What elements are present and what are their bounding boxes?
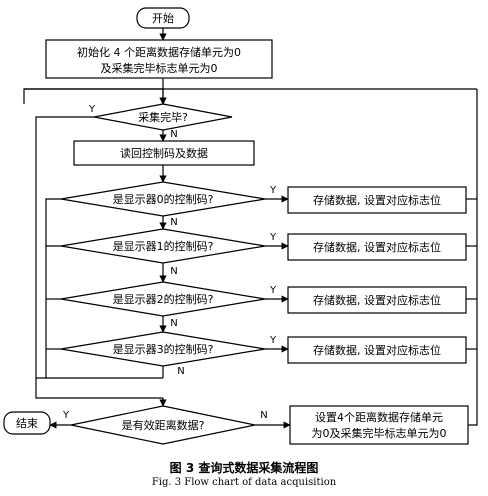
edge-label-n: N [260,410,267,421]
end-label: 结束 [16,417,38,430]
valid-data-decision [70,405,256,445]
edge-label-y: Y [269,285,277,296]
valid-data-label: 是有效距离数据? [122,418,205,432]
edge-label-n: N [170,129,177,140]
edge-label-y: Y [269,335,277,346]
edge-label-y: Y [88,104,96,115]
display2-label: 是显示器2的控制码? [113,292,214,306]
edge-label-y: Y [269,232,277,243]
display1-label: 是显示器1的控制码? [113,239,214,253]
collect-done-label: 采集完毕? [138,110,188,124]
reset-line2: 为0及采集完毕标志单元为0 [312,426,447,440]
edge-label-n: N [177,366,184,377]
display0-label: 是显示器0的控制码? [113,192,214,206]
edge-label-n: N [170,217,177,228]
read-back-label: 读回控制码及数据 [120,146,208,160]
init-line1: 初始化 4 个距离数据存储单元为0 [77,45,241,59]
caption-chinese: 图 3 查询式数据采集流程图 [169,461,319,475]
edge-label-y: Y [269,185,277,196]
edge-label-n: N [170,266,177,277]
init-box [45,39,273,79]
reset-line1: 设置4个距离数据存储单元 [315,410,443,424]
start-label: 开始 [152,11,174,25]
store-label-1: 存储数据, 设置对应标志位 [313,240,441,254]
caption-english: Fig. 3 Flow chart of data acquisition [151,477,337,488]
store-label-3: 存储数据, 设置对应标志位 [313,343,441,357]
store-label-0: 存储数据, 设置对应标志位 [313,193,441,207]
init-line2: 及采集完毕标志单元为0 [101,61,218,75]
store-label-2: 存储数据, 设置对应标志位 [313,293,441,307]
edge-label-y: Y [62,410,70,421]
display3-label: 是显示器3的控制码? [113,342,214,356]
edge-label-n: N [170,318,177,329]
